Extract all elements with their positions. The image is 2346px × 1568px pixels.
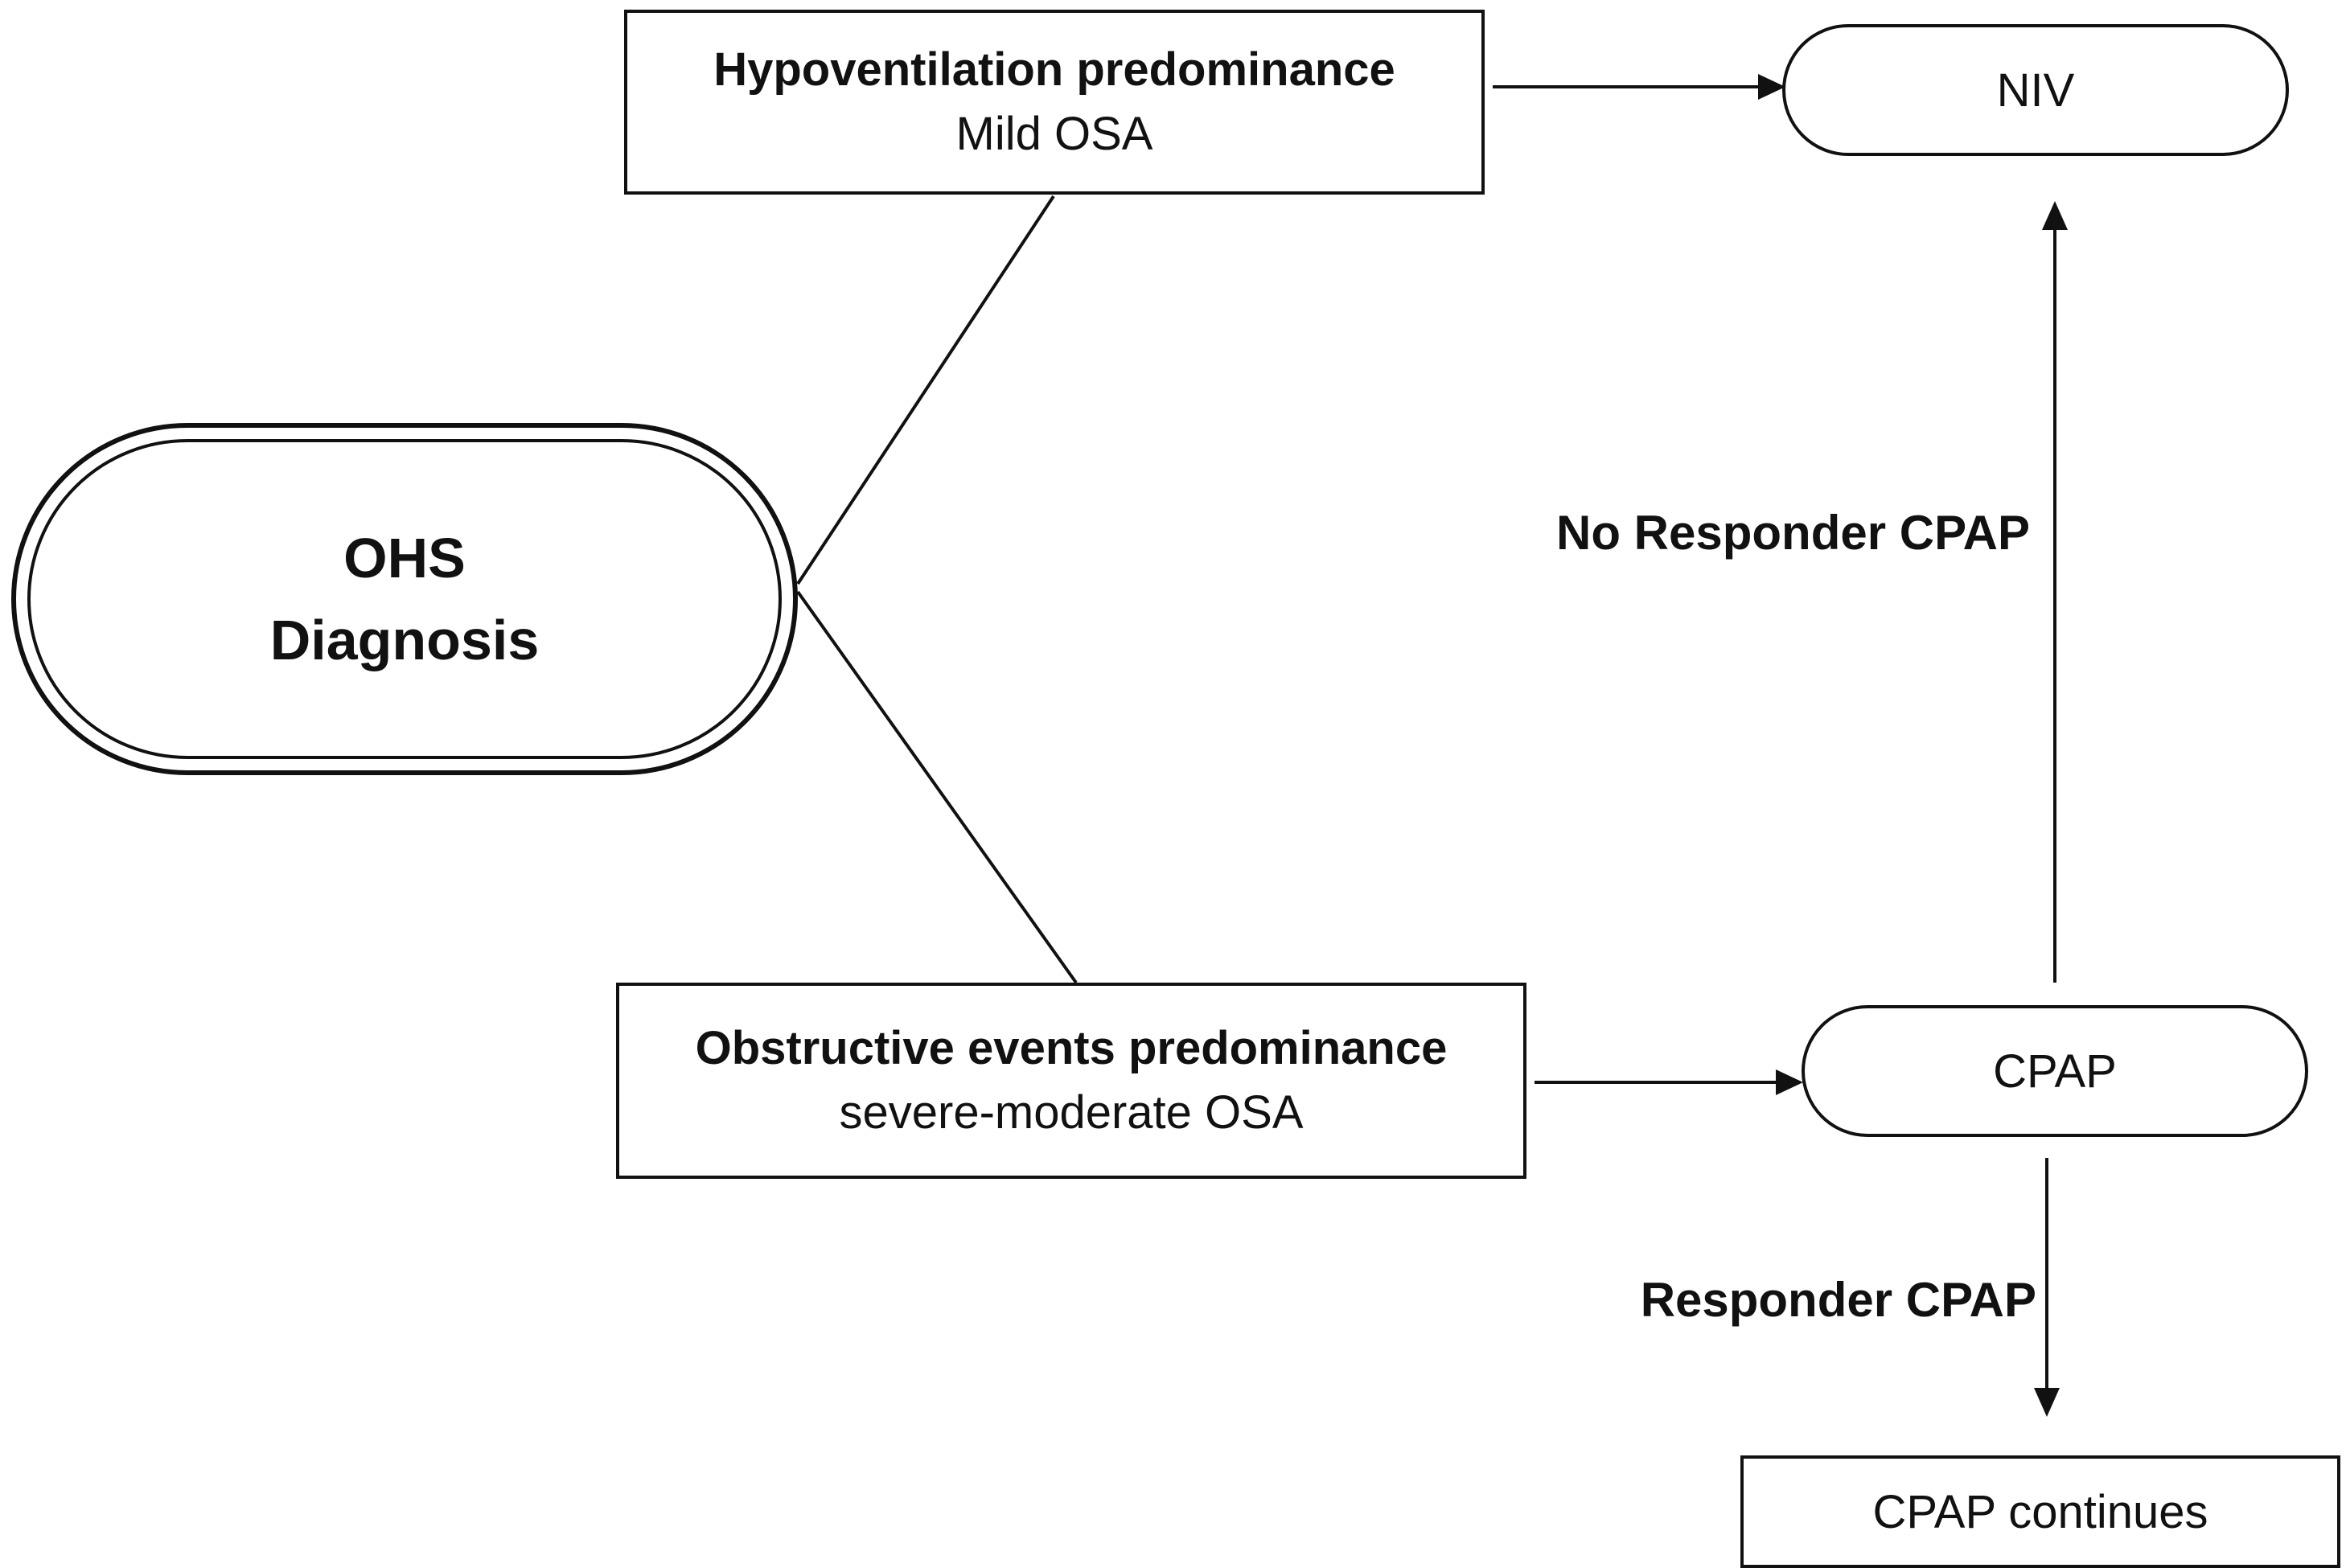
cpap-node: CPAP [1802,1005,2308,1137]
no-responder-cpap-label: No Responder CPAP [1556,506,2030,560]
ohs-label: OHS [343,527,466,589]
arrowhead-up-niv [2042,201,2068,230]
ohs-diagnosis-node: OHS Diagnosis [11,423,798,775]
obstructive-node: Obstructive events predominance severe-m… [616,983,1526,1179]
arrowhead-down-continues [2034,1388,2060,1417]
responder-cpap-label: Responder CPAP [1640,1273,2036,1327]
cpap-continues-label: CPAP continues [1872,1485,2208,1538]
obstructive-title: Obstructive events predominance [695,1022,1448,1074]
hypoventilation-title: Hypoventilation predominance [713,43,1395,96]
hypoventilation-node: Hypoventilation predominance Mild OSA [624,10,1485,195]
obstructive-subtitle: severe-moderate OSA [839,1086,1304,1139]
line-ohs-to-obstructive [796,590,1078,984]
line-ohs-to-hypoventilation [796,195,1055,585]
ohs-diagnosis-inner-border [27,439,782,759]
hypoventilation-subtitle: Mild OSA [955,108,1153,160]
cpap-continues-node: CPAP continues [1740,1455,2340,1568]
niv-node: NIV [1782,24,2289,156]
cpap-label: CPAP [1993,1045,2117,1098]
diagnosis-label: Diagnosis [269,609,540,671]
arrowhead-niv [1758,74,1785,100]
arrowhead-cpap [1776,1069,1803,1095]
niv-label: NIV [1996,64,2075,117]
